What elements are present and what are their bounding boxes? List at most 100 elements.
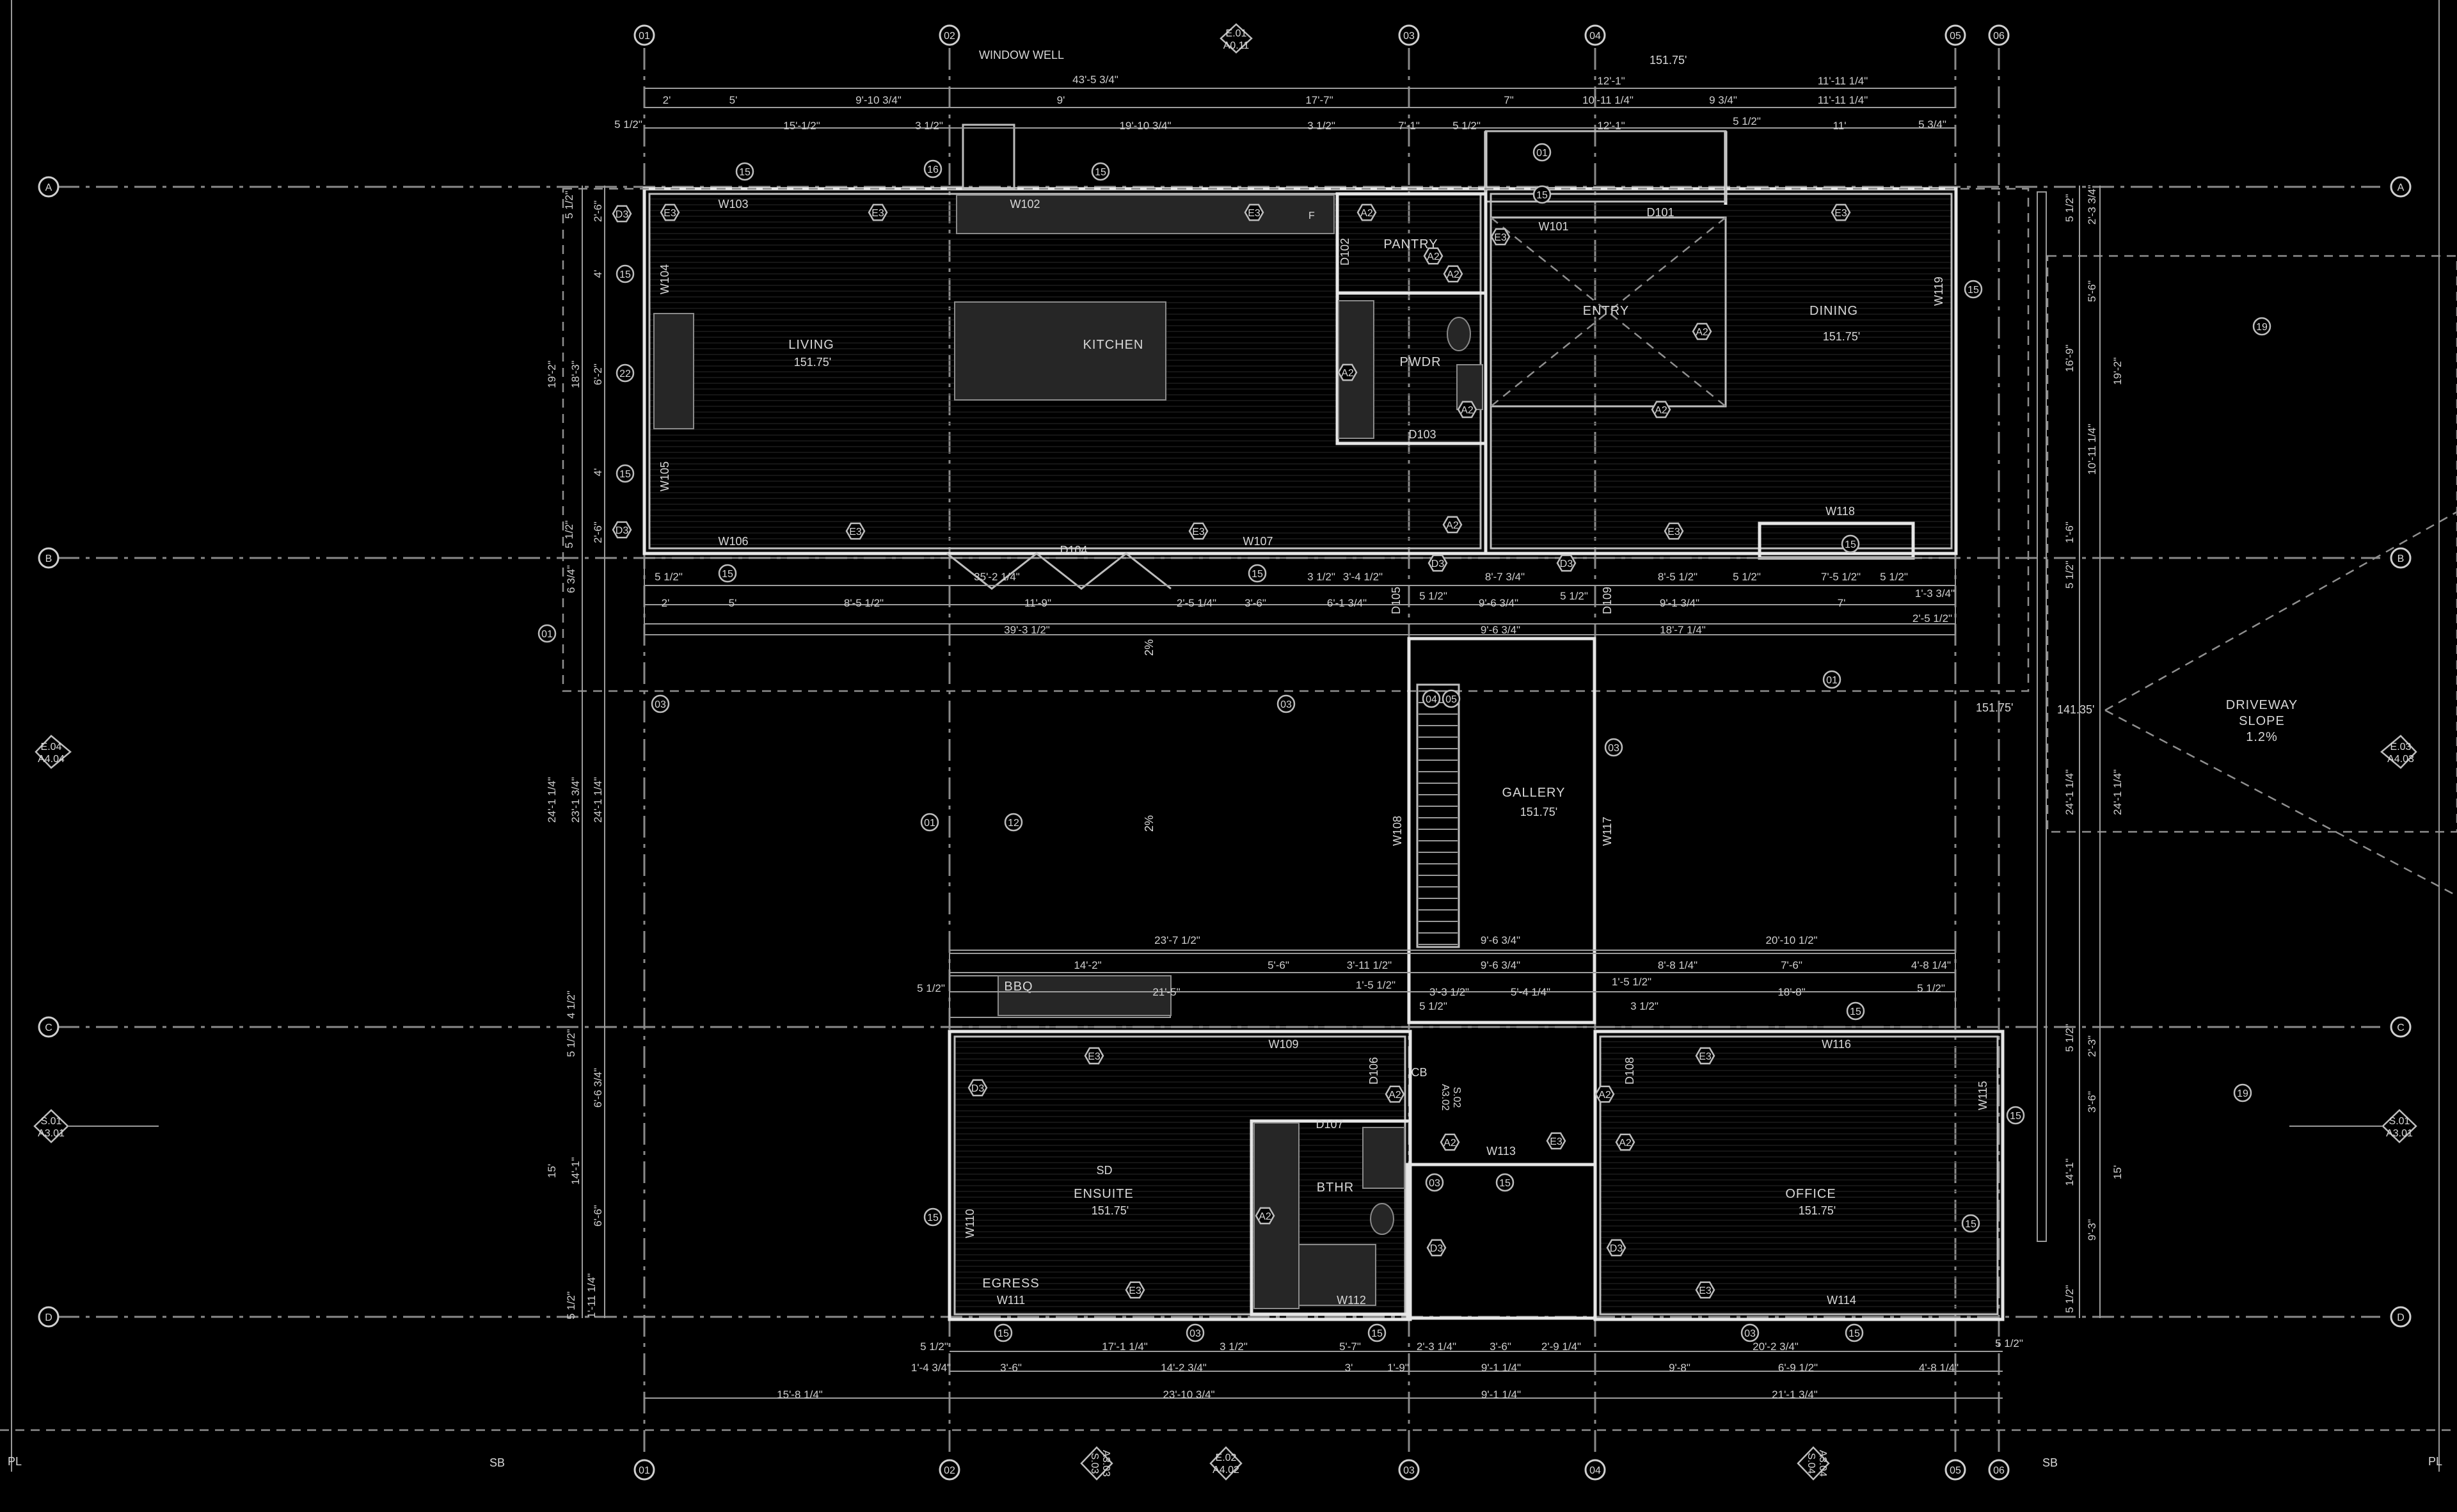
- grid-bubble-col-03: 03: [1398, 24, 1420, 46]
- svg-text:A: A: [2397, 182, 2405, 193]
- dimension-mid-2: 35'-2 1/4": [974, 571, 1020, 583]
- toilet: [1447, 317, 1471, 351]
- svg-text:15: 15: [1845, 539, 1856, 550]
- dimension-bot-6: 3'-6": [1490, 1341, 1511, 1353]
- svg-text:03: 03: [1280, 699, 1292, 710]
- room-ensuite: ENSUITE: [1074, 1187, 1134, 1201]
- svg-text:06: 06: [1993, 1465, 2005, 1476]
- note-sb-left: SB: [489, 1456, 505, 1469]
- note-driveway: DRIVEWAY: [2226, 698, 2298, 712]
- dimension-mid-18: 9'-6 3/4": [1479, 597, 1518, 609]
- note-cb: CB: [1411, 1066, 1427, 1079]
- svg-text:12: 12: [1008, 818, 1019, 829]
- svg-text:E3: E3: [1699, 1285, 1712, 1296]
- device-tag-d3: D3: [1426, 1239, 1447, 1257]
- dimension-bot-18: 4'-8 1/4": [1919, 1362, 1959, 1374]
- keynote-15: 15: [718, 564, 737, 583]
- svg-text:E3: E3: [849, 527, 862, 537]
- dimension-r-4: 16'-9": [2063, 344, 2076, 372]
- keynote-15: 15: [616, 464, 635, 483]
- keynote-19: 19: [2233, 1083, 2252, 1102]
- device-tag-a2: A2: [1423, 247, 1443, 265]
- svg-text:15: 15: [1499, 1178, 1511, 1189]
- grid-bubble-row-b-right: B: [2390, 547, 2412, 569]
- dimension-r-10: 24'-1 1/4": [2111, 769, 2124, 815]
- svg-text:A2: A2: [1446, 520, 1459, 531]
- device-tag-d3: D3: [967, 1079, 988, 1097]
- dimension-low-8: 8'-8 1/4": [1658, 959, 1698, 971]
- dimension-mid-21: 7': [1838, 597, 1846, 609]
- dimension-bot-1: 5 1/2": [920, 1341, 948, 1353]
- device-tag-a2: A2: [1692, 322, 1712, 340]
- dimension-top-12: 5 1/2": [614, 118, 642, 131]
- device-tag-a2: A2: [1356, 203, 1377, 221]
- svg-text:A3.03: A3.03: [1101, 1450, 1111, 1477]
- dimension-l-2: 2'-6": [592, 200, 604, 222]
- window-tag-w104: W104: [658, 264, 671, 294]
- svg-text:E.02: E.02: [1216, 1452, 1237, 1463]
- room-gallery-elev: 151.75': [1520, 806, 1558, 818]
- dimension-low-7: 9'-6 3/4": [1481, 959, 1520, 971]
- room-pwdr: PWDR: [1399, 355, 1441, 369]
- walls: [562, 123, 2457, 1321]
- grid-bubble-col-01: 01: [633, 24, 655, 46]
- note-elev-top: 151.75': [1650, 54, 1687, 67]
- svg-text:15: 15: [1536, 190, 1548, 201]
- dimension-r-8: 5 1/2": [2063, 561, 2076, 589]
- note-driveway-pct: 1.2%: [2246, 730, 2278, 744]
- door-tag-d108: D108: [1623, 1057, 1636, 1085]
- svg-text:S.01: S.01: [41, 1116, 62, 1127]
- dimension-r-3: 5'-6": [2086, 280, 2098, 302]
- dimension-mid-8: 7'-5 1/2": [1821, 571, 1861, 583]
- dimension-l-7: 5 1/2": [563, 520, 575, 548]
- dimension-bot-5: 2'-3 1/4": [1417, 1341, 1456, 1353]
- room-dining: DINING: [1809, 304, 1858, 318]
- dimension-top-22: 5 3/4": [1918, 118, 1946, 131]
- svg-text:15: 15: [722, 569, 733, 580]
- dimension-texts: 43'-5 3/4"2'5'9'-10 3/4"9'17'-7"7"10'-11…: [546, 74, 2124, 1401]
- svg-text:15: 15: [1252, 569, 1263, 580]
- dimension-l-5: 4': [592, 468, 604, 477]
- svg-text:D3: D3: [616, 209, 629, 220]
- svg-text:15: 15: [1965, 1219, 1976, 1230]
- section-marker-e04: E.04 A4.04: [35, 735, 72, 769]
- svg-text:06: 06: [1993, 31, 2005, 42]
- svg-text:05: 05: [1950, 1465, 1961, 1476]
- dimension-l-18: 15': [546, 1164, 558, 1178]
- device-tag-d3: D3: [1556, 554, 1577, 572]
- svg-text:A2: A2: [1461, 405, 1474, 416]
- dimension-r-17: 5 1/2": [2063, 1285, 2076, 1313]
- note-pl-right: PL: [2428, 1455, 2442, 1468]
- svg-text:B: B: [2397, 553, 2405, 564]
- room-living: LIVING: [788, 338, 834, 352]
- keynote-03: 03: [1186, 1323, 1205, 1342]
- dimension-l-20: 1'-11 1/4": [585, 1273, 598, 1318]
- keynote-15: 15: [1841, 534, 1860, 553]
- svg-text:E3: E3: [1494, 232, 1507, 243]
- door-tag-d102: D102: [1339, 238, 1351, 266]
- room-dining-elev: 151.75': [1823, 330, 1861, 343]
- svg-text:15: 15: [2010, 1111, 2021, 1122]
- svg-text:15: 15: [1849, 1328, 1860, 1339]
- dimension-top-1: 2': [663, 94, 671, 106]
- grid-bubble-row-d: D: [38, 1306, 60, 1328]
- keynote-12: 12: [1004, 813, 1023, 832]
- dimension-low-10: 4'-8 1/4": [1911, 959, 1951, 971]
- grid-bubble-col-01-bottom: 01: [633, 1459, 655, 1481]
- svg-text:A2: A2: [1388, 1090, 1401, 1101]
- section-marker-s01-right: S.01 A3.01: [2289, 1109, 2417, 1143]
- svg-text:E.01: E.01: [1226, 28, 1247, 39]
- keynote-15: 15: [1961, 1214, 1980, 1233]
- dimension-l-13: 24'-1 1/4": [592, 777, 604, 823]
- svg-text:E3: E3: [1699, 1051, 1712, 1062]
- dimension-mid-3: 3 1/2": [1307, 571, 1335, 583]
- svg-text:C: C: [2397, 1023, 2405, 1033]
- room-ensuite-elev: 151.75': [1092, 1204, 1129, 1217]
- svg-text:A0.11: A0.11: [1223, 40, 1250, 51]
- device-tag-e3: E3: [1188, 522, 1209, 540]
- keynote-15: 15: [1367, 1323, 1387, 1342]
- section-marker-e03: E.03 A4.03: [2380, 735, 2417, 769]
- dimension-mid-24: 9'-6 3/4": [1481, 624, 1520, 636]
- dimension-r-6: 10'-11 1/4": [2086, 424, 2098, 475]
- svg-text:19: 19: [2237, 1088, 2248, 1099]
